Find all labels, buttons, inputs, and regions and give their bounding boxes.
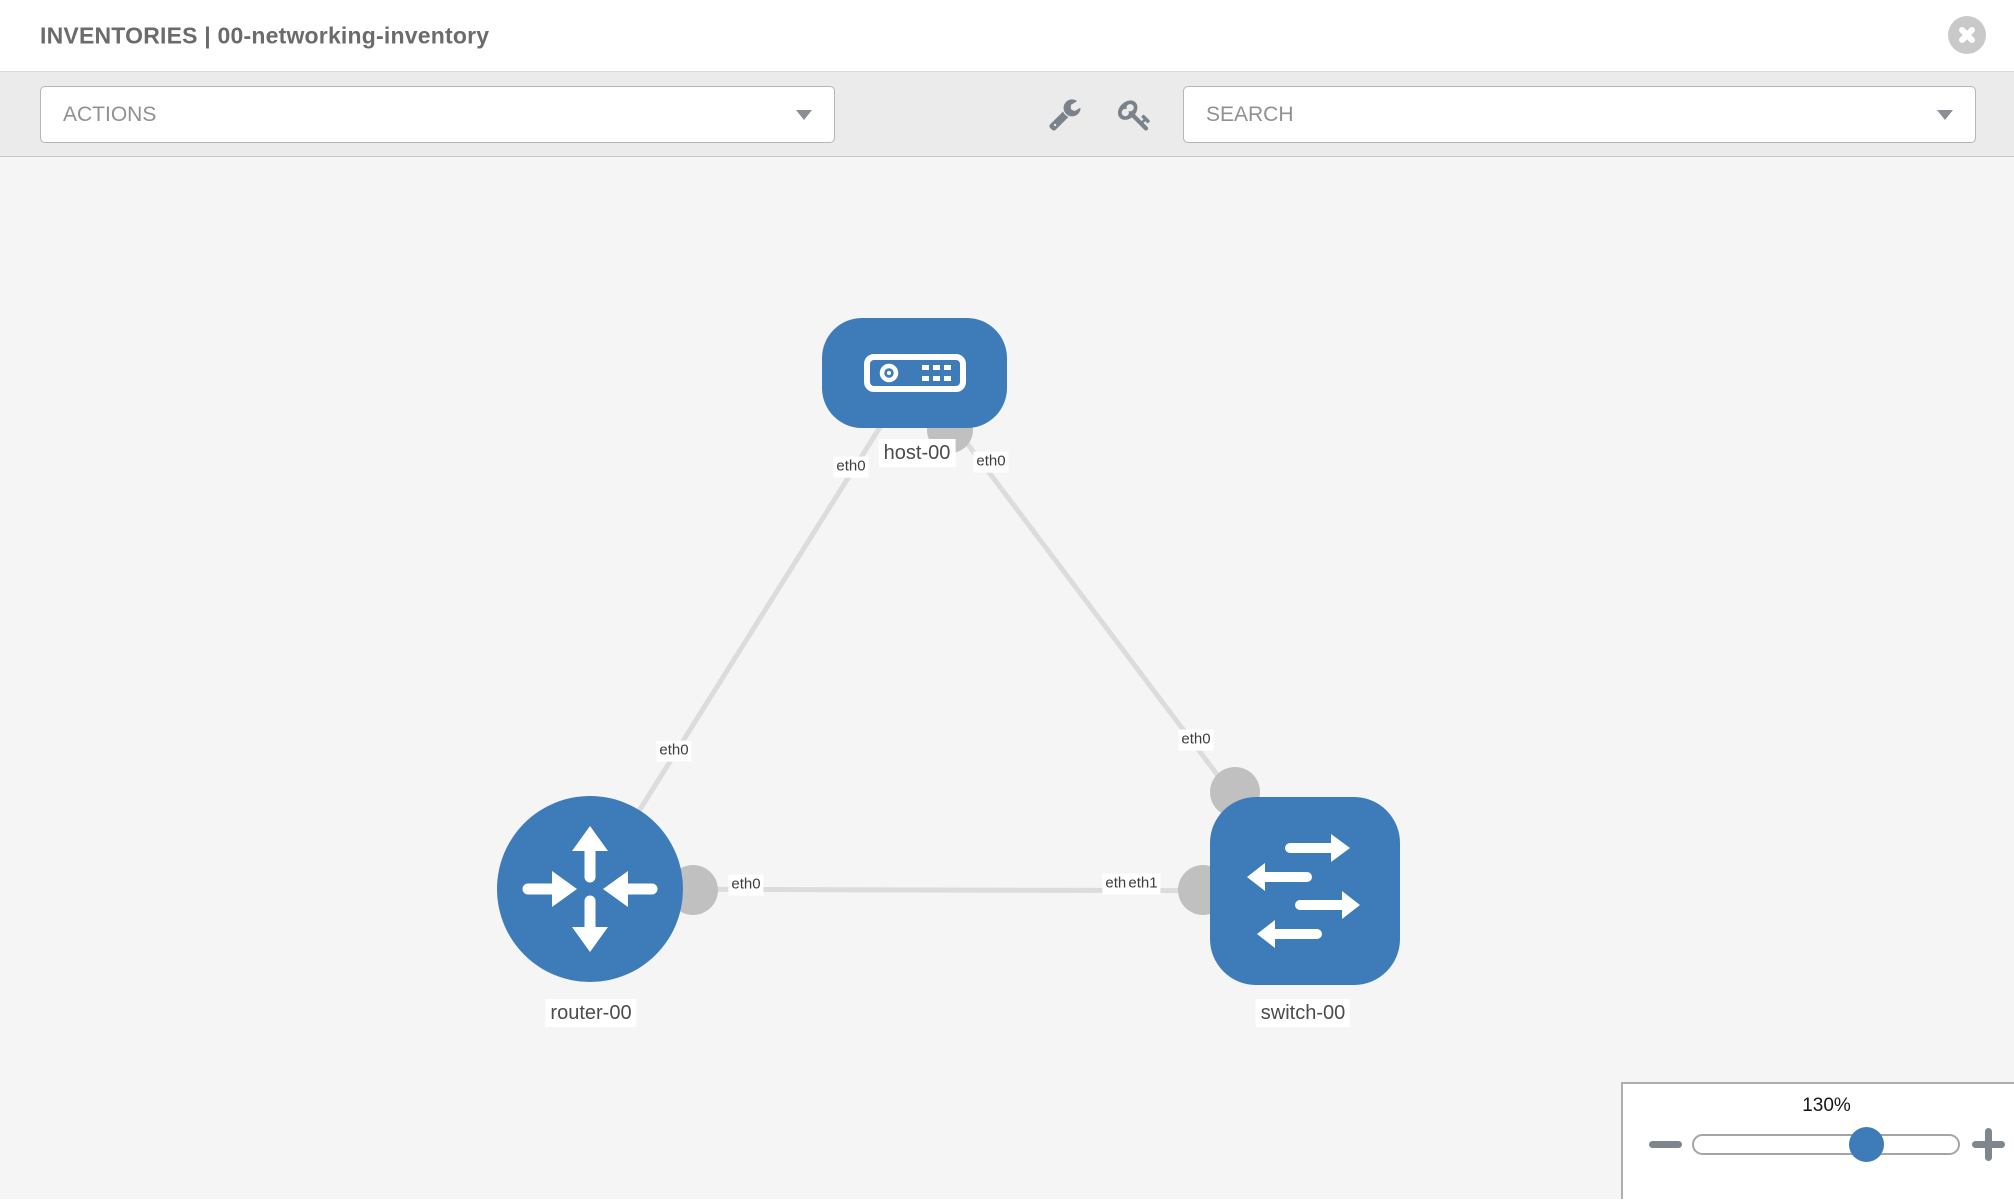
search-dropdown-label: SEARCH xyxy=(1206,102,1294,126)
chevron-down-icon xyxy=(796,109,812,120)
node-label-router-00: router-00 xyxy=(545,999,637,1027)
node-host-00[interactable] xyxy=(822,318,1007,428)
actions-dropdown-label: ACTIONS xyxy=(63,102,157,126)
host-icon xyxy=(864,354,966,392)
chevron-down-icon xyxy=(1937,109,1953,120)
zoom-level: 130% xyxy=(1802,1095,1851,1116)
node-label-switch-00: switch-00 xyxy=(1255,999,1351,1027)
toolbar: ACTIONS SEARCH xyxy=(0,72,2014,157)
topology-graph xyxy=(497,318,1400,985)
search-dropdown[interactable]: SEARCH xyxy=(1183,86,1976,143)
page-title: INVENTORIES | 00-networking-inventory xyxy=(40,22,490,48)
interface-label: eth0 xyxy=(728,874,764,896)
node-label-host-00: host-00 xyxy=(878,439,956,467)
close-button[interactable] xyxy=(1948,16,1986,54)
interface-label: eth1 xyxy=(1125,873,1161,895)
zoom-slider[interactable] xyxy=(1692,1127,1960,1162)
interface-label: eth0 xyxy=(1178,729,1214,751)
interface-label: eth0 xyxy=(973,451,1009,473)
interface-label: eth0 xyxy=(833,456,869,478)
wrench-icon[interactable] xyxy=(1049,97,1083,131)
switch-icon xyxy=(1247,834,1360,948)
interface-label: eth0 xyxy=(656,740,692,762)
router-icon xyxy=(522,826,658,952)
plus-icon xyxy=(1985,1128,1992,1161)
page-header: INVENTORIES | 00-networking-inventory xyxy=(0,0,2014,72)
node-router-00[interactable] xyxy=(497,796,683,982)
key-icon[interactable] xyxy=(1118,98,1152,132)
zoom-in-button[interactable] xyxy=(1966,1122,2011,1167)
actions-dropdown[interactable]: ACTIONS xyxy=(40,86,835,143)
node-switch-00[interactable] xyxy=(1210,797,1400,985)
zoom-panel: 130% xyxy=(1621,1082,2014,1199)
zoom-slider-thumb[interactable] xyxy=(1849,1127,1884,1162)
zoom-out-button[interactable] xyxy=(1649,1141,1682,1148)
